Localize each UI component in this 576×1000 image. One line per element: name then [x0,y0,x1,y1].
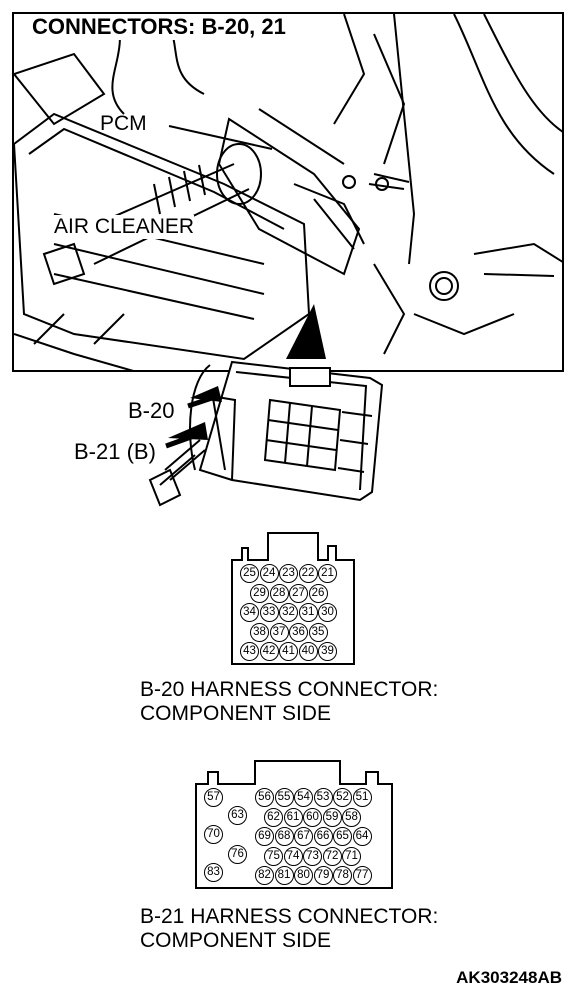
b20-pin-31: 31 [298,603,318,622]
b21-pin-70: 70 [204,825,223,844]
b21-pin-57: 57 [204,788,223,807]
b20-pin-22: 22 [298,564,318,583]
b20-pin-41: 41 [279,642,298,661]
b21-pin-51: 51 [352,788,372,807]
b20-caption-line1: B-20 HARNESS CONNECTOR: [140,678,439,701]
b21-pin-56: 56 [255,788,274,807]
b20-pin-27: 27 [289,583,308,603]
b21-pin-59: 59 [322,807,342,827]
b21-pin-72: 72 [322,846,342,866]
air-cleaner-label: AIR CLEANER [54,215,195,239]
b21-caption-line2: COMPONENT SIDE [140,929,331,952]
b20-caption: B-20 HARNESS CONNECTOR: COMPONENT SIDE [140,678,438,726]
page-title: CONNECTORS: B-20, 21 [28,14,290,40]
b21-pin-52: 52 [333,788,352,807]
b21-pin-53: 53 [313,788,333,807]
b21-pin-83: 83 [204,863,223,882]
b20-pin-25: 25 [240,564,259,583]
b21-caption-line1: B-21 HARNESS CONNECTOR: [140,905,439,928]
b21-pin-74: 74 [283,846,303,866]
b21-callout-label: B-21 (B) [74,439,156,464]
b20-pin-36: 36 [289,622,308,642]
engine-bay-illustration [12,12,564,372]
b21-pin-67: 67 [294,827,313,846]
b20-pin-38: 38 [250,622,269,642]
b21-pin-60: 60 [303,807,322,827]
b21-pin-81: 81 [274,866,294,885]
b21-pin-64: 64 [352,827,372,846]
b21-pin-62: 62 [264,807,283,827]
b20-pin-34: 34 [240,603,259,622]
b20-callout-label: B-20 [128,398,175,423]
b21-pin-54: 54 [294,788,313,807]
b20-pin-42: 42 [259,642,279,661]
b21-pin-66: 66 [313,827,333,846]
b21-pin-68: 68 [274,827,294,846]
b20-pin-28: 28 [269,583,289,603]
b21-caption: B-21 HARNESS CONNECTOR: COMPONENT SIDE [140,905,438,953]
b21-pin-55: 55 [274,788,294,807]
b21-pin-76: 76 [228,845,247,864]
b20-pin-30: 30 [318,603,337,622]
b20-pin-21: 21 [318,564,337,583]
b20-pin-37: 37 [269,622,289,642]
b21-pin-78: 78 [333,866,352,885]
b20-pin-26: 26 [308,583,328,603]
b21-pin-80: 80 [294,866,313,885]
b20-pin-33: 33 [259,603,279,622]
b20-pin-35: 35 [308,622,328,642]
b21-pin-79: 79 [313,866,333,885]
b20-pin-23: 23 [279,564,298,583]
b20-pin-29: 29 [250,583,269,603]
b21-pin-75: 75 [264,846,283,866]
b20-pin-32: 32 [279,603,298,622]
b21-pin-82: 82 [255,866,274,885]
figure-code: AK303248AB [456,968,562,987]
pcm-label: PCM [100,112,147,135]
b21-pin-61: 61 [283,807,303,827]
b21-pin-69: 69 [255,827,274,846]
b20-pin-24: 24 [259,564,279,583]
b21-pin-58: 58 [342,807,361,827]
b21-pin-71: 71 [342,846,361,866]
b20-pin-43: 43 [240,642,259,661]
b20-pin-40: 40 [298,642,318,661]
b21-pin-65: 65 [333,827,352,846]
b21-pin-63: 63 [228,806,247,825]
b21-pin-73: 73 [303,846,322,866]
b20-caption-line2: COMPONENT SIDE [140,702,331,725]
engine-bay-drawing [14,14,562,370]
b21-pin-77: 77 [352,866,372,885]
b20-pin-39: 39 [318,642,337,661]
